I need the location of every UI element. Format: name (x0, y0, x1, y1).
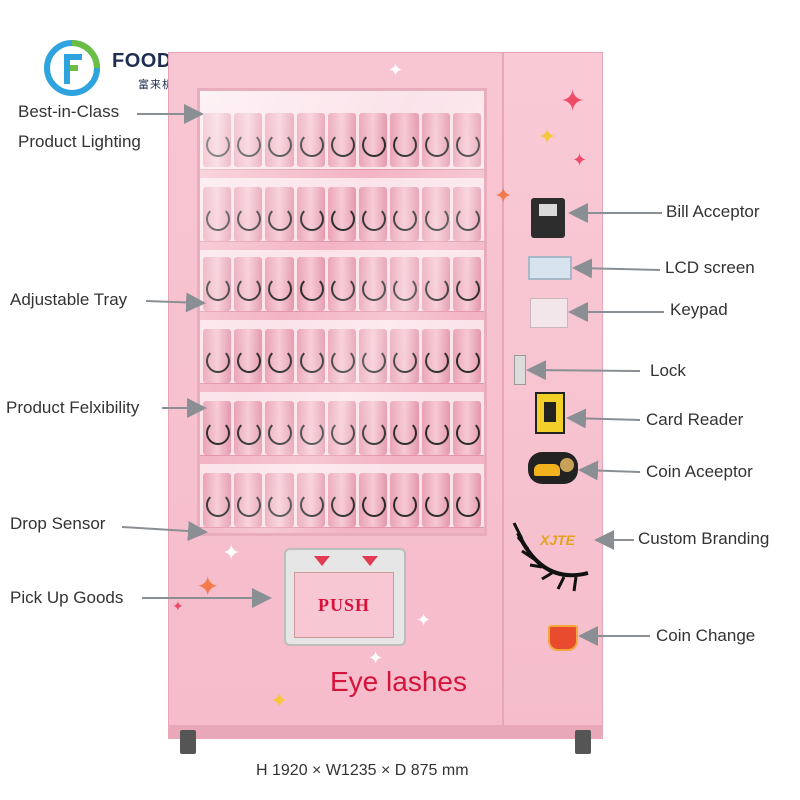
push-label: PUSH (317, 594, 370, 615)
label-pick-up-goods: Pick Up Goods (10, 588, 124, 607)
sparkle-icon: ✦ (172, 598, 184, 614)
sparkle-icon: ✦ (572, 150, 588, 170)
sparkle-icon: ✦ (388, 60, 404, 80)
brand-logo-icon (44, 40, 100, 96)
label-lock: Lock (650, 361, 686, 380)
label-product-lighting: Product Lighting (18, 132, 141, 151)
sparkle-icon: ✦ (416, 610, 432, 630)
label-keypad: Keypad (670, 300, 728, 319)
label-custom-branding: Custom Branding (638, 529, 770, 548)
pickup-flap[interactable]: PUSH (294, 572, 394, 638)
machine-foot-right (575, 730, 591, 754)
label-card-reader: Card Reader (646, 410, 744, 429)
lcd-screen-device (528, 256, 572, 280)
sparkle-icon: ✦ (368, 648, 384, 668)
down-arrow-icon (362, 556, 378, 566)
coin-change-device[interactable] (548, 625, 578, 651)
bill-acceptor-device[interactable] (531, 198, 565, 238)
label-coin-acceptor: Coin Aceeptor (646, 462, 753, 481)
coin-acceptor-device[interactable] (528, 452, 578, 484)
sparkle-icon: ✦ (196, 571, 220, 602)
dimensions-text: H 1920 × W1235 × D 875 mm (256, 762, 469, 779)
machine-foot-left (180, 730, 196, 754)
keypad-device[interactable] (530, 298, 568, 328)
cabinet-control-panel (503, 52, 603, 727)
label-best-in-class: Best-in-Class (18, 102, 120, 121)
down-arrow-icon (314, 556, 330, 566)
label-coin-change: Coin Change (656, 626, 756, 645)
sparkle-icon: ✦ (494, 183, 513, 208)
sparkle-icon: ✦ (222, 540, 241, 565)
label-product-flexibility: Product Felxibility (6, 398, 140, 417)
branding-mark: XJTE (540, 532, 576, 548)
label-drop-sensor: Drop Sensor (10, 514, 106, 533)
label-lcd-screen: LCD screen (665, 258, 755, 277)
product-title: Eye lashes (330, 666, 467, 697)
label-bill-acceptor: Bill Acceptor (666, 202, 760, 221)
sparkle-icon: ✦ (560, 85, 586, 118)
lock-icon[interactable] (514, 355, 526, 385)
eyelash-icon (512, 522, 589, 592)
card-reader-device[interactable] (535, 392, 565, 434)
pickup-door[interactable]: PUSH (284, 548, 406, 646)
cabinet-base (168, 725, 603, 739)
label-adjustable-tray: Adjustable Tray (10, 290, 128, 309)
sparkle-icon: ✦ (538, 124, 557, 149)
sparkle-icon: ✦ (270, 688, 289, 713)
